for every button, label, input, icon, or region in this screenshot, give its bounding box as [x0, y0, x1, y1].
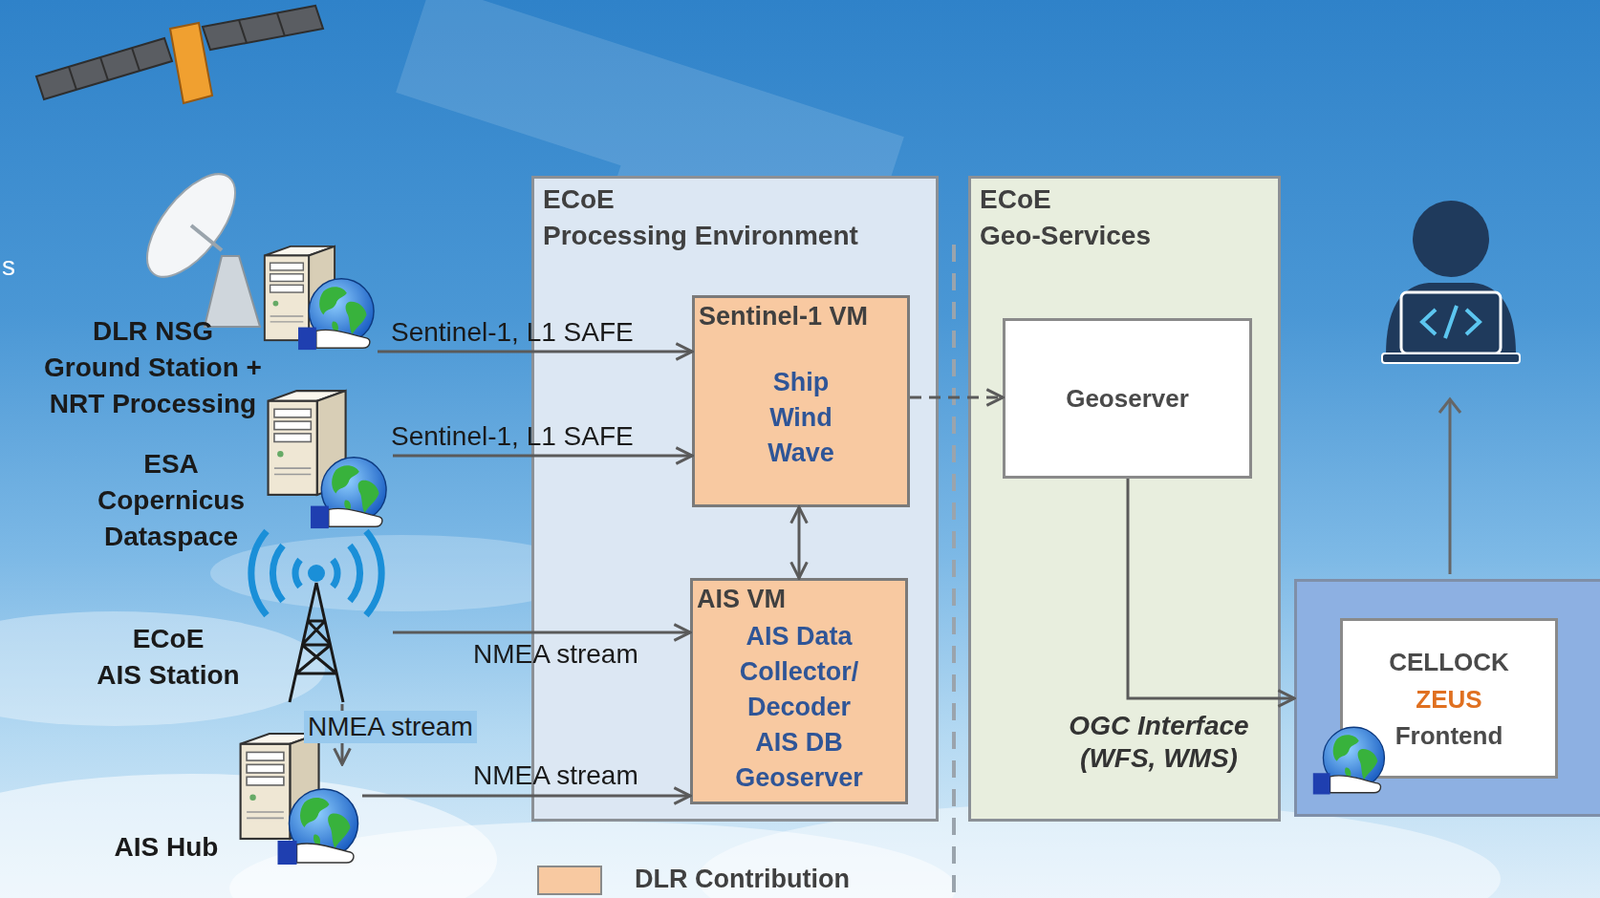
text-line: Dataspace	[65, 518, 277, 556]
node-text: ECoE Processing Environment	[542, 181, 926, 255]
node-text: Geoserver	[1005, 380, 1250, 417]
node-text: ESA Copernicus Dataspace	[65, 446, 277, 556]
node-text: DLR NSG Ground Station + NRT Processing	[14, 313, 292, 423]
node-text: AIS Data Collector/ Decoder AIS DB Geose…	[692, 619, 906, 797]
node-text: Frontend	[1342, 717, 1556, 755]
connector	[362, 795, 691, 799]
text-line: Geoserver	[692, 760, 906, 797]
vm-box: Sentinel-1 VM Ship Wind Wave	[691, 295, 910, 508]
text-line: AIS Data	[692, 619, 906, 655]
user-arrow	[1439, 399, 1461, 575]
text-line: DLR NSG	[14, 313, 292, 350]
service-box: Geoserver	[1002, 318, 1253, 479]
text-line: Collector/	[692, 654, 906, 691]
satellite-icon	[36, 5, 324, 104]
environment-box: ECoE Processing EnvironmentSentinel-1 VM…	[531, 175, 939, 822]
legend-text: DLR Contribution	[634, 864, 850, 895]
text-line: NRT Processing	[14, 386, 292, 423]
vm-box: AIS VMAIS Data Collector/ Decoder AIS DB…	[690, 578, 909, 805]
node-text: ECoE Geo-Services	[979, 181, 1267, 255]
edge-label: NMEA stream	[473, 759, 639, 793]
connector	[377, 350, 692, 354]
edge-label: OGC Interface (WFS, WMS)	[1037, 710, 1281, 776]
text-line: ECoE	[542, 181, 926, 218]
text-line: ECoE	[979, 181, 1267, 218]
separator	[953, 244, 955, 898]
edge-label: NMEA stream	[473, 638, 639, 671]
node-text: AIS VM	[696, 583, 904, 616]
text-line: Wind	[694, 400, 908, 436]
text-line: AIS DB	[692, 725, 906, 761]
user-icon	[1382, 200, 1520, 364]
edge-label: Sentinel-1, L1 SAFE	[390, 420, 634, 454]
text-line: Processing Environment	[542, 217, 926, 255]
node-text: Ship Wind Wave	[694, 365, 908, 472]
connector	[798, 507, 801, 579]
node-text: CELLOCK	[1342, 644, 1556, 681]
text-line: Ground Station +	[14, 349, 292, 387]
node-text: Sentinel-1 VM	[698, 300, 906, 333]
text-line: Geo-Services	[979, 217, 1267, 255]
source-node: ECoE AIS Station	[57, 563, 393, 705]
legend-swatch	[537, 865, 603, 896]
node-text: ECoE AIS Station	[63, 621, 274, 694]
node-text: AIS Hub	[99, 829, 234, 866]
text-line: ECoE	[63, 621, 274, 658]
text-line: Ship	[694, 365, 908, 401]
text-line: OGC Interface	[1037, 710, 1281, 743]
text-line: AIS Station	[63, 657, 274, 694]
edge-label: NMEA stream	[303, 711, 477, 744]
dish-antenna	[130, 159, 260, 327]
connector	[392, 631, 691, 635]
node-text: ZEUS	[1342, 681, 1556, 718]
text-line: ESA	[65, 446, 277, 483]
free-label: s	[1, 250, 16, 283]
text-line: Wave	[694, 435, 908, 472]
text-line: Decoder	[692, 690, 906, 726]
edge-label: Sentinel-1, L1 SAFE	[390, 316, 634, 349]
text-line: (WFS, WMS)	[1037, 742, 1281, 776]
text-line: Copernicus	[65, 482, 277, 519]
radio-tower	[251, 531, 382, 703]
connector	[392, 454, 692, 458]
